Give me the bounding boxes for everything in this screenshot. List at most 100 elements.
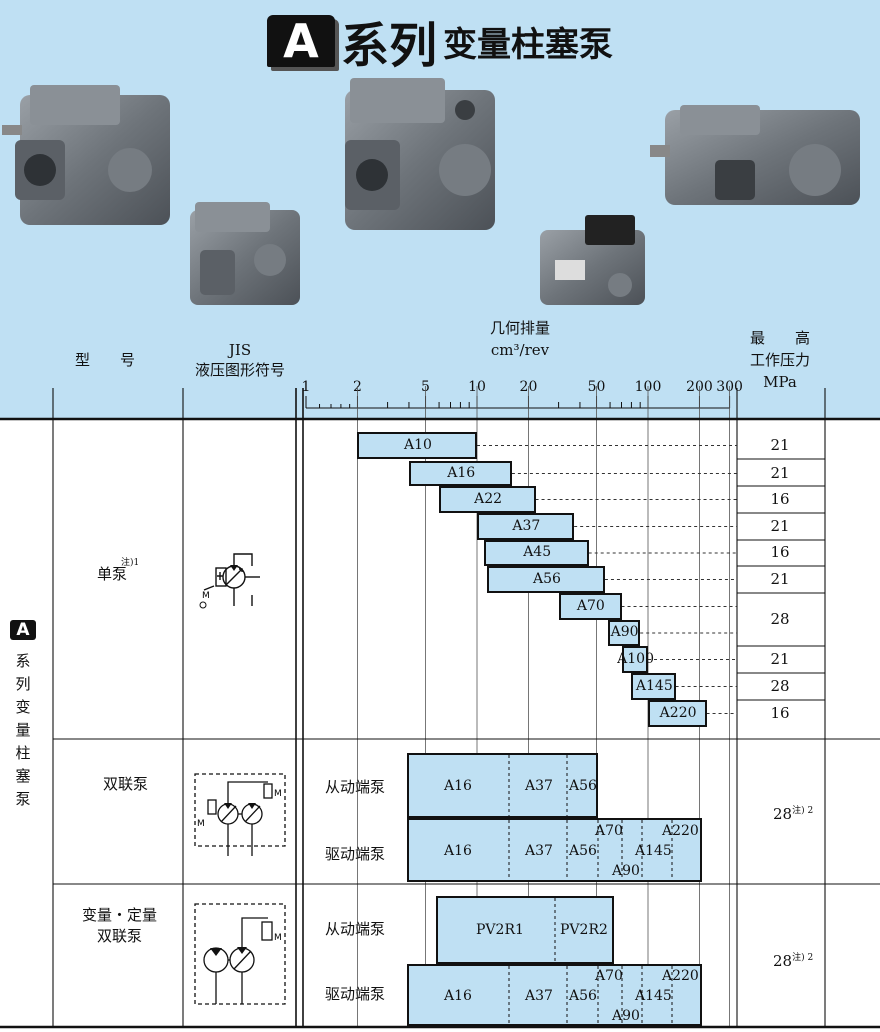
side-char-0: 系 bbox=[15, 652, 31, 670]
single-pump-label: 单泵注)1 bbox=[97, 558, 139, 584]
pressure-a37: 21 bbox=[770, 516, 790, 535]
bar-a145 bbox=[631, 673, 676, 700]
product-photos bbox=[2, 78, 860, 305]
double-driven-bar bbox=[407, 753, 598, 818]
varfixed-driven-bar bbox=[436, 896, 614, 964]
varfixed-drive-a220: A220 bbox=[662, 968, 699, 984]
single-pump-symbol: M bbox=[199, 553, 260, 609]
single-pump-text: 单泵 bbox=[97, 565, 128, 583]
side-char-2: 变 bbox=[15, 698, 31, 716]
double-drive-a16: A16 bbox=[444, 843, 472, 859]
bar-a22 bbox=[439, 486, 536, 513]
varfixed-drive-a90: A90 bbox=[612, 1008, 640, 1024]
double-drive-a37: A37 bbox=[525, 843, 553, 859]
header-displacement-2: cm³/rev bbox=[490, 341, 550, 359]
bar-a56 bbox=[487, 566, 605, 593]
svg-text:M: M bbox=[274, 789, 282, 799]
pump-photo-4 bbox=[540, 215, 645, 305]
double-driven-a56: A56 bbox=[569, 778, 597, 794]
double-drive-bar bbox=[407, 818, 702, 882]
bar-a70 bbox=[558, 593, 622, 620]
bar-label-a37: A37 bbox=[512, 517, 541, 534]
bar-a37 bbox=[477, 513, 575, 540]
bar-a10 bbox=[357, 432, 477, 459]
pressure-a220: 16 bbox=[770, 703, 790, 722]
side-char-1: 列 bbox=[15, 675, 31, 693]
pressure-a10: 21 bbox=[770, 435, 790, 454]
double-drive-a70: A70 bbox=[595, 823, 623, 839]
pressure-a70: 28 bbox=[770, 609, 790, 628]
bar-label-a16: A16 bbox=[447, 464, 476, 481]
varfixed-drive-a56: A56 bbox=[569, 988, 597, 1004]
header-pressure-2: 工作压力 bbox=[749, 351, 810, 369]
double-pressure-value: 28 bbox=[773, 805, 793, 823]
varfixed-drive-a145: A145 bbox=[635, 988, 672, 1004]
varfixed-pressure-note: 注) 2 bbox=[792, 953, 814, 963]
double-driven-label: 从动端泵 bbox=[325, 778, 386, 796]
header-jis-1: JIS bbox=[228, 341, 252, 359]
pump-photo-2 bbox=[190, 202, 300, 305]
bar-a90 bbox=[607, 620, 641, 646]
bar-label-a90: A90 bbox=[610, 624, 639, 640]
double-drive-a145: A145 bbox=[635, 843, 672, 859]
bar-label-a70: A70 bbox=[576, 597, 605, 614]
side-logo: A bbox=[10, 620, 36, 640]
bar-label-a22: A22 bbox=[474, 490, 503, 507]
pump-photo-5 bbox=[650, 105, 860, 205]
varfixed-drive-bar bbox=[407, 964, 702, 1026]
varfixed-label-1: 变量・定量 bbox=[82, 906, 158, 924]
pressure-a22: 16 bbox=[770, 489, 790, 508]
double-drive-a90: A90 bbox=[612, 863, 640, 879]
bar-a16 bbox=[408, 461, 512, 486]
bar-label-a56: A56 bbox=[532, 570, 561, 587]
side-char-6: 泵 bbox=[15, 790, 31, 808]
double-driven-a16: A16 bbox=[444, 778, 472, 794]
double-pressure: 28注) 2 bbox=[773, 803, 813, 823]
pump-photo-3 bbox=[345, 78, 495, 230]
double-pump-label: 双联泵 bbox=[103, 775, 149, 793]
bar-a45 bbox=[484, 540, 589, 566]
single-pump-note: 注)1 bbox=[121, 558, 140, 568]
bar-label-a220: A220 bbox=[659, 704, 697, 721]
varfixed-drive-a16: A16 bbox=[444, 988, 472, 1004]
double-drive-label: 驱动端泵 bbox=[325, 845, 386, 863]
svg-text:M: M bbox=[274, 933, 282, 943]
double-drive-a56: A56 bbox=[569, 843, 597, 859]
varfixed-drive-label: 驱动端泵 bbox=[325, 985, 386, 1003]
header-displacement-1: 几何排量 bbox=[489, 319, 550, 337]
pressure-a16: 21 bbox=[770, 463, 790, 482]
svg-text:M: M bbox=[197, 819, 205, 829]
pump-photo-1 bbox=[2, 85, 170, 225]
tick-label-1: 1 bbox=[301, 379, 311, 395]
title-sub: 变量柱塞泵 bbox=[443, 24, 613, 65]
double-pump-symbol: M M bbox=[194, 773, 286, 856]
varfixed-drive-a70: A70 bbox=[595, 968, 623, 984]
pressure-a45: 16 bbox=[770, 543, 790, 561]
bar-label-a100: A100 bbox=[617, 650, 654, 667]
side-char-4: 柱 bbox=[15, 744, 31, 762]
pressure-a100: 21 bbox=[770, 649, 790, 668]
side-char-5: 塞 bbox=[15, 767, 31, 785]
double-driven-a37: A37 bbox=[525, 778, 553, 794]
pressure-a145: 28 bbox=[770, 676, 790, 695]
header-jis-2: 液压图形符号 bbox=[194, 361, 285, 379]
varfixed-pump-symbol: M bbox=[194, 903, 286, 1005]
varfixed-label-2: 双联泵 bbox=[97, 927, 143, 945]
header-pressure-3: MPa bbox=[763, 373, 797, 391]
varfixed-drive-a37: A37 bbox=[525, 988, 553, 1004]
svg-text:M: M bbox=[202, 591, 210, 601]
varfixed-driven-pv2r1: PV2R1 bbox=[476, 922, 524, 938]
varfixed-driven-label: 从动端泵 bbox=[325, 920, 386, 938]
title-main: 系列 bbox=[340, 18, 437, 74]
bar-a220 bbox=[648, 700, 707, 727]
varfixed-driven-pv2r2: PV2R2 bbox=[560, 922, 608, 938]
bar-label-a145: A145 bbox=[635, 677, 673, 694]
double-pressure-note: 注) 2 bbox=[792, 806, 814, 816]
bar-label-a45: A45 bbox=[523, 544, 552, 560]
varfixed-pressure: 28注) 2 bbox=[773, 950, 813, 970]
header-model: 型 号 bbox=[74, 351, 135, 369]
pressure-a56: 21 bbox=[770, 569, 790, 588]
